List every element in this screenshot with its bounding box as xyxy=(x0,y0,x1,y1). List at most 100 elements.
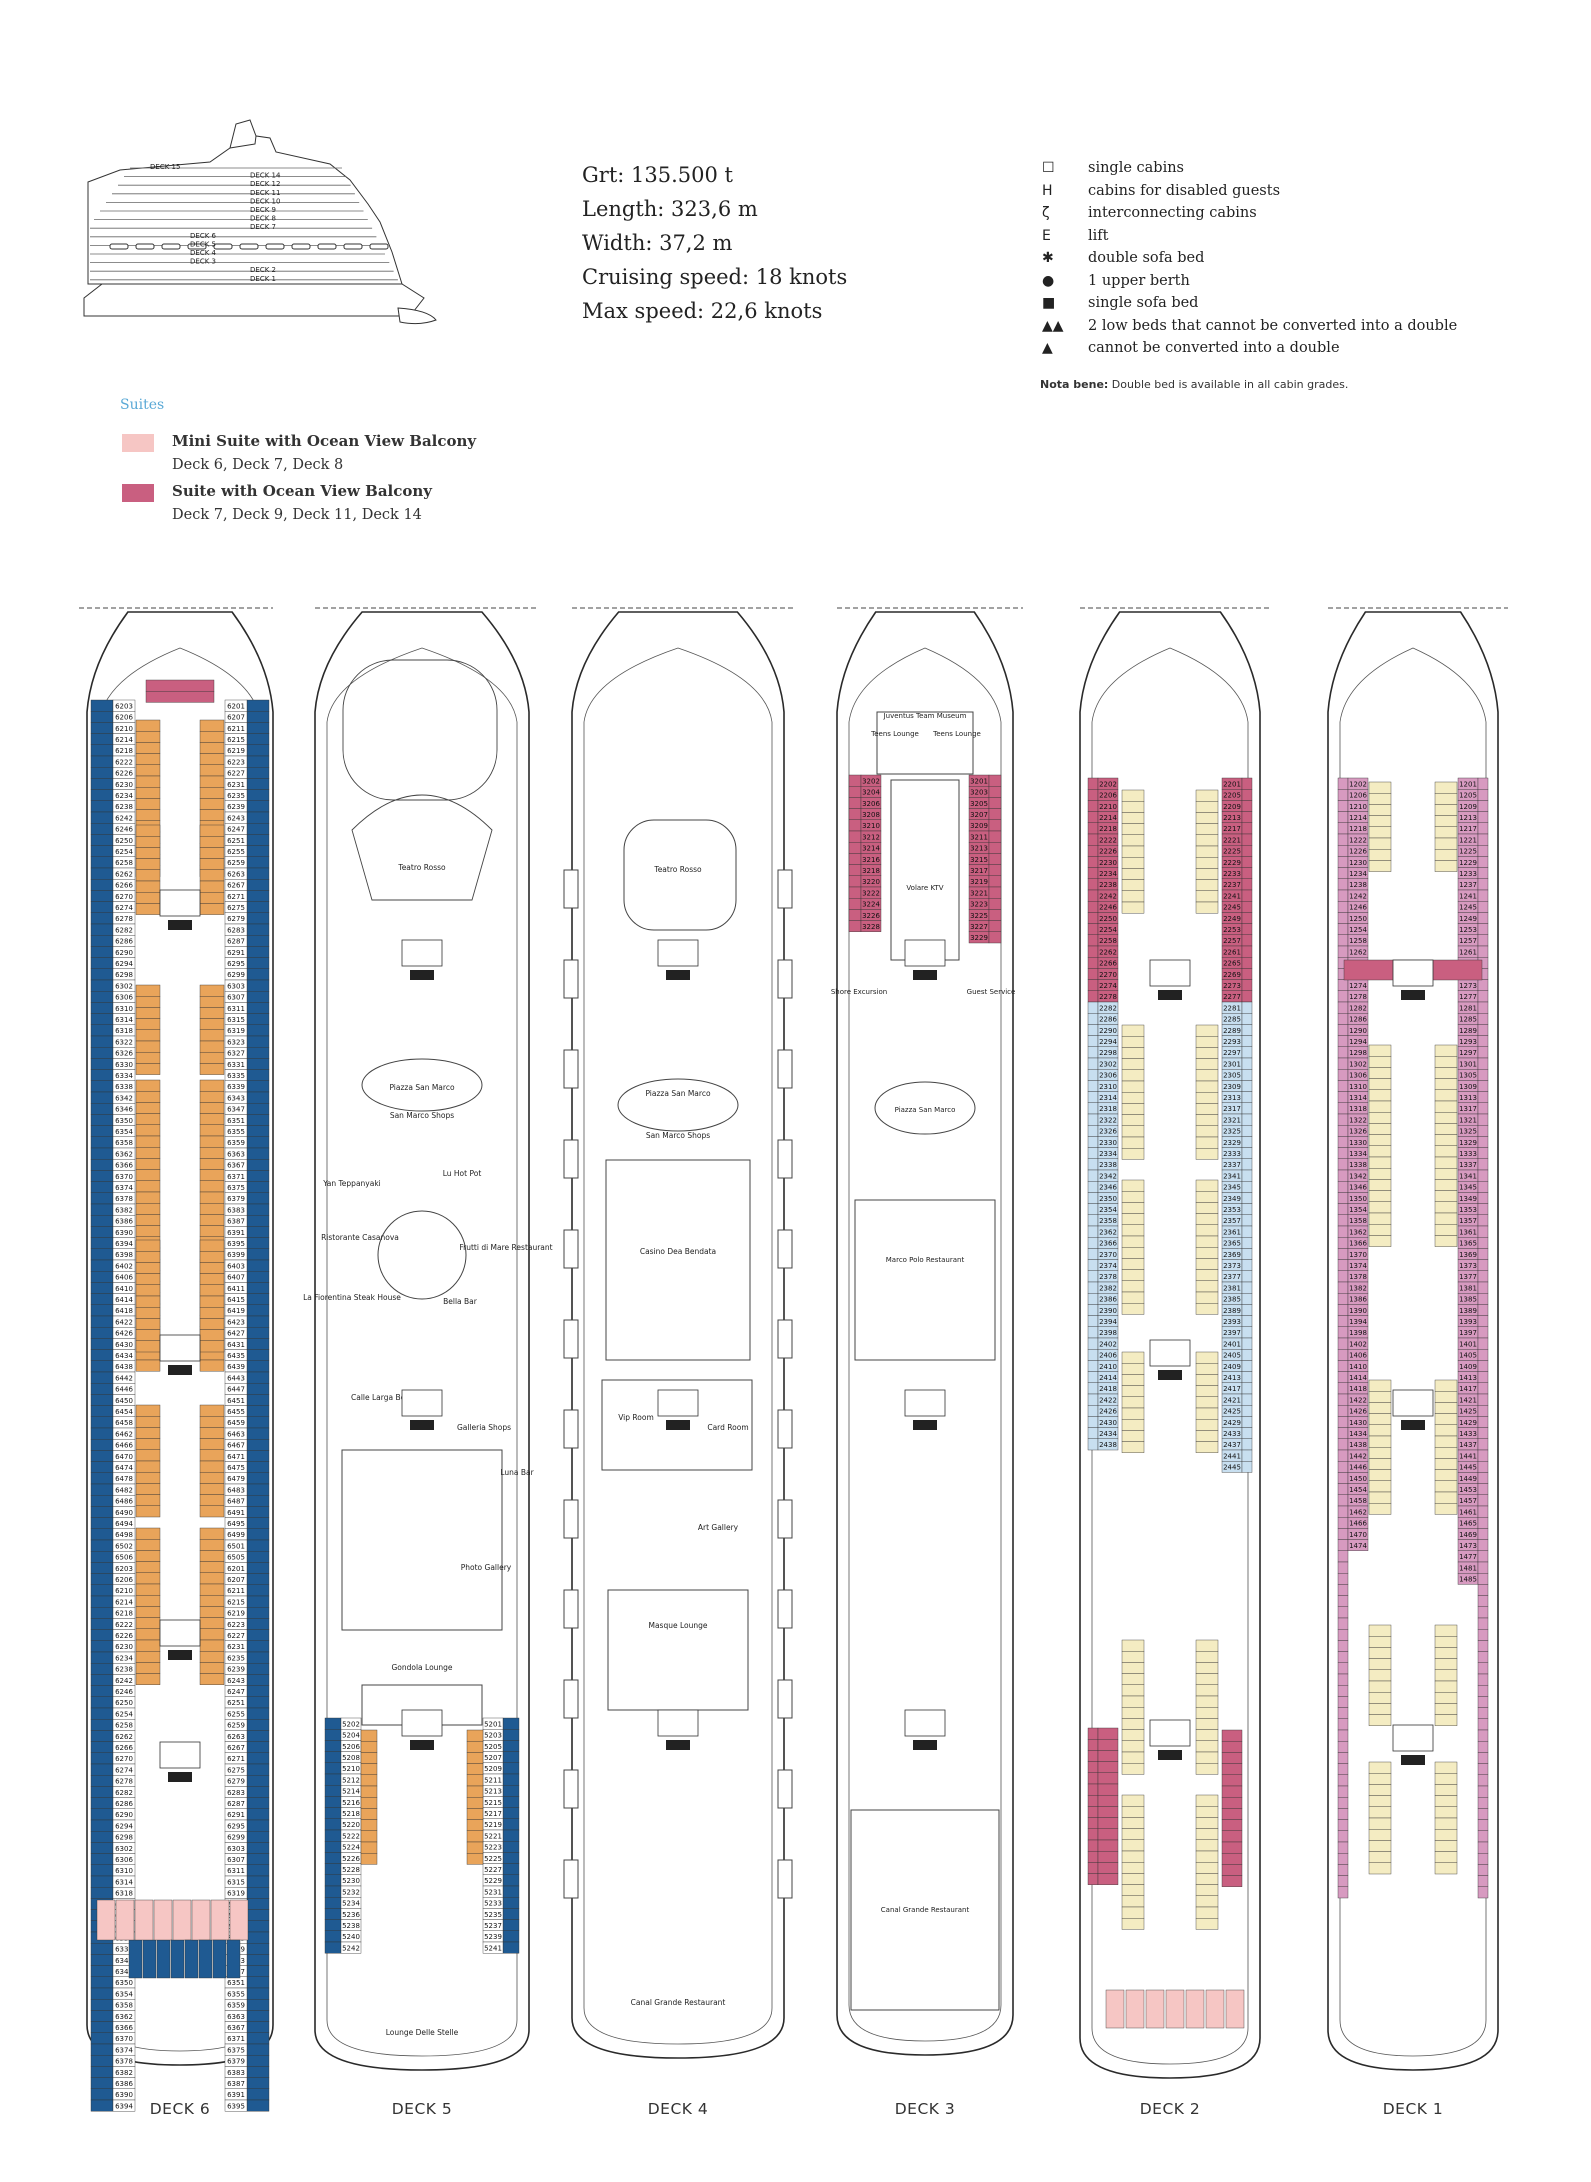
balcony-cabin-left xyxy=(90,2054,114,2067)
inside-cabin xyxy=(1121,1351,1145,1364)
cabin-right-number: 1273 xyxy=(1459,982,1477,990)
inside-cabin xyxy=(1121,1024,1145,1037)
inside-cabin xyxy=(1368,1446,1392,1459)
cabin-right-number: 6463 xyxy=(227,1430,245,1438)
pink-edge-right xyxy=(1477,1091,1489,1103)
cabin-left-number: 2358 xyxy=(1099,1217,1117,1225)
inside-cabin xyxy=(1368,1212,1392,1225)
inside-cabin xyxy=(1121,879,1145,891)
balcony-cabin-right xyxy=(246,1562,270,1574)
balcony-cabin-right xyxy=(246,1192,270,1205)
balcony-cabin-right xyxy=(246,1046,270,1059)
cabin-right-number: 2409 xyxy=(1223,1363,1241,1371)
inside-cabin xyxy=(1434,860,1458,872)
pink-edge-right xyxy=(1477,1830,1489,1843)
cabin-right-number: 6315 xyxy=(227,1878,245,1886)
cabin-right-number: 3219 xyxy=(970,878,988,886)
oceanview-edge-left xyxy=(1087,1382,1099,1395)
balcony-cabin-right xyxy=(246,1203,270,1216)
pink-edge-left xyxy=(1337,878,1349,891)
pink-edge-right xyxy=(1477,1449,1489,1462)
pink-edge-left xyxy=(1087,1783,1099,1796)
oceanview-edge-right xyxy=(1241,1438,1253,1451)
cabin-left-number: 6214 xyxy=(115,1598,133,1606)
cabin-left-number: 6458 xyxy=(115,1419,133,1427)
balcony-cabin-right xyxy=(246,1898,270,1910)
cabin-right-number: 1337 xyxy=(1459,1161,1477,1169)
cabin-left-number: 1222 xyxy=(1349,836,1367,844)
oceanview-edge-right xyxy=(1241,1337,1253,1350)
balcony-cabin-right xyxy=(246,1114,270,1126)
cabin-left-number: 3222 xyxy=(862,889,880,897)
cabin-right xyxy=(1221,1875,1243,1887)
cabin-right-number: 6311 xyxy=(227,1005,245,1013)
cabin-right-number: 6275 xyxy=(227,904,245,912)
area-label: Juventus Team Museum xyxy=(883,712,967,720)
inside-cabin xyxy=(1368,1502,1392,1515)
inside-cabin xyxy=(1121,1202,1145,1214)
deck-plan-3: 3202320432063208321032123214321632183220… xyxy=(831,607,1023,2056)
pink-edge-left xyxy=(1337,1662,1349,1675)
balcony-cabin-right xyxy=(246,800,270,813)
cabin-right-number: 6299 xyxy=(227,1834,245,1842)
cabin-right-number: 6307 xyxy=(227,994,245,1002)
pink-edge-right xyxy=(1241,867,1253,879)
inside-cabin xyxy=(1434,1772,1458,1785)
profile-deck-label: DECK 14 xyxy=(250,172,281,180)
balcony-cabin-left xyxy=(90,1472,114,1485)
pink-edge-left xyxy=(1337,1091,1349,1103)
cabin-right-number: 6399 xyxy=(227,1251,245,1259)
oceanview-edge-right xyxy=(1241,1001,1253,1014)
cabin-right-number: 6231 xyxy=(227,1643,245,1651)
cabin-left-number: 6234 xyxy=(115,792,133,800)
inside-cabin xyxy=(135,1594,161,1607)
cabin-left-number: 6386 xyxy=(115,2080,133,2088)
pink-edge-left xyxy=(1087,1839,1099,1852)
cabin-right-number: 5225 xyxy=(484,1855,502,1863)
balcony-cabin-right xyxy=(246,1382,270,1395)
cabin-right-number: 6263 xyxy=(227,1733,245,1741)
oceanview-edge-left xyxy=(1087,1427,1099,1439)
cabin-left-number: 1422 xyxy=(1349,1396,1367,1404)
cabin-left-number: 2386 xyxy=(1099,1296,1117,1304)
area-label: Masque Lounge xyxy=(648,1621,707,1630)
inside-cabin xyxy=(135,824,161,837)
cabin-right-number: 6239 xyxy=(227,803,245,811)
nota-bene-label: Nota bene: xyxy=(1040,378,1109,391)
pink-edge-right xyxy=(1477,1371,1489,1383)
cabin-right-number: 6415 xyxy=(227,1296,245,1304)
pink-edge-left xyxy=(1087,777,1099,790)
pink-edge-left xyxy=(1337,811,1349,823)
cabin-right-number: 1369 xyxy=(1459,1251,1477,1259)
pink-edge-left xyxy=(1337,1147,1349,1159)
inside-cabin xyxy=(135,1639,161,1652)
inside-cabin xyxy=(199,764,225,777)
cabin-left-number: 1362 xyxy=(1349,1228,1367,1236)
cabin-right-number: 5229 xyxy=(484,1877,502,1885)
oceanview-edge-right xyxy=(1241,1091,1253,1103)
cabin-left-number: 6382 xyxy=(115,1206,133,1214)
oceanview-edge-right xyxy=(1241,1348,1253,1361)
pink-edge-right xyxy=(1477,979,1489,991)
inside-cabin xyxy=(1195,823,1219,835)
balcony-cabin-left xyxy=(90,1763,114,1776)
cabin-left-number: 2366 xyxy=(1099,1240,1117,1248)
pink-edge-right xyxy=(1241,979,1253,991)
cabin-right-number: 2205 xyxy=(1223,792,1241,800)
cabin-right-number: 3211 xyxy=(970,833,988,841)
inside-cabin xyxy=(199,1169,225,1181)
inside-cabin xyxy=(1195,1125,1219,1138)
cabin-right-number: 6411 xyxy=(227,1285,245,1293)
oceanview-edge-left xyxy=(1087,1438,1099,1451)
deck-plan-1: 1202120612101214121812221226123012341238… xyxy=(1327,607,1508,2071)
oceanview-edge-right xyxy=(1241,1158,1253,1171)
cabin-right-number: 2257 xyxy=(1223,937,1241,945)
inside-cabin xyxy=(1434,1156,1458,1169)
pink-edge-left xyxy=(1337,1281,1349,1294)
suite-decks: Deck 7, Deck 9, Deck 11, Deck 14 xyxy=(172,507,422,523)
cabin-right-number: 2373 xyxy=(1223,1262,1241,1270)
pink-edge-left xyxy=(1337,934,1349,947)
oceanview-edge-right xyxy=(1241,1169,1253,1182)
inside-cabin xyxy=(199,1007,225,1019)
